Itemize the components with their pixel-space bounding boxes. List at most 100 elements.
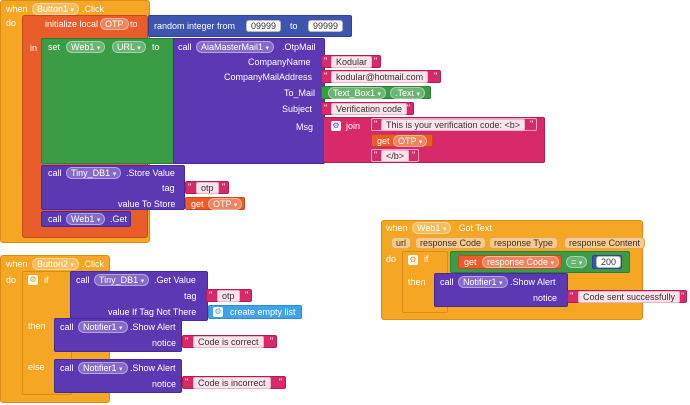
textbox1-dropdown[interactable]: Text_Box1 ▾ (328, 87, 387, 99)
param-response-type[interactable]: response Type (489, 237, 558, 249)
get-otp-block-2[interactable] (185, 197, 245, 210)
button1-dropdown[interactable]: Button1 ▾ (32, 3, 80, 15)
close-quote-icon: " (530, 119, 534, 129)
when-label: when (6, 4, 28, 14)
open-quote-icon: " (188, 182, 192, 192)
companyname-param-label: CompanyName (248, 57, 311, 67)
equals-operator-dropdown[interactable]: = ▾ (566, 256, 588, 268)
get-otp-dropdown-2[interactable]: OTP ▾ (208, 198, 243, 210)
notice-param-label: notice (152, 379, 177, 389)
get-label: get (377, 136, 390, 146)
notice-param-label: notice (533, 293, 558, 303)
set-web1-url-block[interactable] (41, 38, 177, 164)
then-label: then (28, 321, 46, 331)
companyaddress-value[interactable]: kodular@hotmail.com (331, 71, 429, 83)
close-quote-icon: " (434, 71, 438, 81)
get-label: get (191, 199, 204, 209)
button2-dropdown[interactable]: Button2 ▾ (32, 258, 80, 270)
join-text1-value[interactable]: This is your verification code: <b> (381, 119, 526, 131)
web1-get-call-label: call (48, 214, 62, 224)
otp-var-name[interactable]: OTP (100, 18, 129, 30)
random-to-number[interactable]: 99999 (308, 20, 344, 32)
call-label: call (60, 363, 74, 373)
tinydb-store-value-block[interactable] (41, 165, 185, 210)
notifier1-show-alert-correct-block[interactable] (54, 318, 182, 352)
get-label: get (464, 257, 477, 267)
close-quote-icon: " (270, 336, 274, 346)
set-url-dropdown[interactable]: URL ▾ (112, 41, 146, 53)
show-alert-method-label: .Show Alert (130, 363, 176, 373)
call-label: call (178, 42, 192, 52)
click-event-label: .Click (82, 4, 104, 14)
gear-icon[interactable]: ⚙ (28, 275, 38, 285)
get-response-code-dropdown[interactable]: response Code ▾ (482, 256, 560, 268)
open-quote-icon: " (324, 103, 328, 113)
join-text3-value[interactable]: </b> (381, 150, 410, 162)
call-label: call (440, 277, 454, 287)
web1-event-dropdown[interactable]: Web1 ▾ (412, 222, 452, 234)
when-label: when (386, 223, 408, 233)
tinydb1-dropdown-2[interactable]: Tiny_DB1 ▾ (94, 274, 150, 286)
do-label: do (6, 18, 17, 28)
tinydb1-dropdown[interactable]: Tiny_DB1 ▾ (66, 167, 122, 179)
set-label: set (48, 42, 61, 52)
if-label: if (424, 254, 429, 264)
open-quote-icon: " (185, 377, 189, 387)
to-label: to (130, 19, 138, 29)
close-quote-icon: " (245, 290, 249, 300)
tag-value-2[interactable]: otp (217, 290, 240, 302)
get-otp-block[interactable] (371, 134, 433, 147)
open-quote-icon: " (374, 150, 378, 160)
join-label: join (346, 121, 361, 131)
tag-value[interactable]: otp (196, 182, 219, 194)
tinydb-get-value-block[interactable] (70, 271, 208, 321)
param-url[interactable]: url (391, 237, 412, 249)
subject-param-label: Subject (282, 104, 313, 114)
web1-get-block[interactable] (41, 211, 131, 227)
set-web1-dropdown[interactable]: Web1 ▾ (66, 41, 106, 53)
web1-get-dropdown[interactable]: Web1 ▾ (66, 213, 106, 225)
gear-icon[interactable]: ⚙ (213, 307, 223, 317)
open-quote-icon: " (374, 119, 378, 129)
then-label: then (408, 277, 426, 287)
code-incorrect-value[interactable]: Code is incorrect (193, 377, 271, 389)
subject-value[interactable]: Verification code (331, 103, 408, 115)
random-to-label: to (290, 21, 298, 31)
notifier1-dropdown-3[interactable]: Notifier1 ▾ (458, 276, 508, 288)
otpmail-method-label: .OtpMail (282, 42, 316, 52)
get-method-label: .Get (110, 214, 128, 224)
code-correct-value[interactable]: Code is correct (193, 336, 264, 348)
call-label: call (60, 322, 74, 332)
get-otp-dropdown[interactable]: OTP ▾ (393, 135, 428, 147)
close-quote-icon: " (279, 377, 283, 387)
gear-icon[interactable]: ⚙ (408, 255, 418, 265)
value-to-store-param-label: value To Store (118, 199, 176, 209)
close-quote-icon: " (412, 150, 416, 160)
got-text-event-label: .Got Text (456, 223, 492, 233)
param-response-code[interactable]: response Code (415, 237, 487, 249)
notifier1-show-alert-incorrect-block[interactable] (54, 359, 182, 393)
aiamastermail1-dropdown[interactable]: AiaMasterMail1 ▾ (196, 41, 275, 53)
gear-icon[interactable]: ⚙ (331, 121, 341, 131)
store-value-method-label: .Store Value (126, 168, 175, 178)
get-value-method-label: .Get Value (154, 275, 196, 285)
close-quote-icon: " (374, 56, 378, 66)
textbox1-text-getter-block[interactable] (321, 86, 431, 99)
show-alert-method-label: .Show Alert (510, 277, 556, 287)
in-label: in (30, 43, 38, 53)
call-label: call (76, 275, 90, 285)
companyname-value[interactable]: Kodular (331, 56, 373, 68)
msg-param-label: Msg (296, 122, 314, 132)
text-prop-dropdown[interactable]: .Text ▾ (390, 87, 426, 99)
notifier1-dropdown[interactable]: Notifier1 ▾ (78, 321, 128, 333)
number-200-value[interactable]: 200 (596, 256, 622, 268)
notifier1-dropdown-2[interactable]: Notifier1 ▾ (78, 362, 128, 374)
create-empty-list-block[interactable] (208, 305, 302, 319)
otpmail-call-block[interactable] (173, 38, 325, 164)
initialize-local-label: initialize local (45, 19, 99, 29)
code-sent-value[interactable]: Code sent successfully (578, 291, 681, 303)
random-from-number[interactable]: 09999 (246, 20, 282, 32)
close-quote-icon: " (407, 103, 411, 113)
create-empty-list-label: create empty list (230, 307, 296, 317)
param-response-content[interactable]: response Content (564, 237, 646, 249)
